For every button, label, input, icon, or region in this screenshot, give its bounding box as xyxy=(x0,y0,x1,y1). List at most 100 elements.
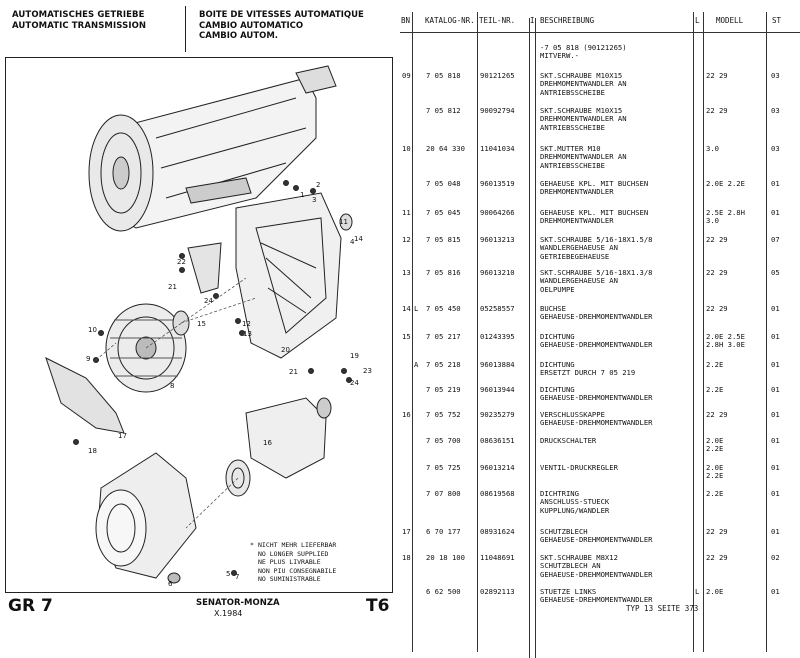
callout-20: 20 xyxy=(281,346,290,354)
cell-description: DRUCKSCHALTER xyxy=(540,436,597,445)
cell-description: SKT.MUTTER M10 xyxy=(540,144,601,153)
cell-modell: 3.0 xyxy=(706,144,719,153)
cell-description: SCHUTZBLECH AN xyxy=(540,561,601,571)
cell-st: 03 xyxy=(771,144,780,153)
column-divider xyxy=(535,18,536,658)
cell-bn: 15 xyxy=(402,332,411,341)
cell-description: DREHMOMENTWANDLER xyxy=(540,216,614,226)
cell-st: 03 xyxy=(771,106,780,115)
cell-description: ANSCHLUSS-STUECK xyxy=(540,497,610,507)
callout-17: 17 xyxy=(118,432,127,440)
callout-15: 15 xyxy=(197,320,206,328)
cell-teil-nr: 90064266 xyxy=(480,208,515,217)
cell-description: KUPPLUNG/WANDLER xyxy=(540,505,610,515)
cell-katalog-nr: 7 05 816 xyxy=(426,268,461,277)
cell-teil-nr: 08931624 xyxy=(480,527,515,536)
legend-line: NICHT MEHR LIEFERBAR xyxy=(258,541,337,549)
cell-teil-nr: 05258557 xyxy=(480,304,515,313)
cell-katalog-nr: 7 05 752 xyxy=(426,410,461,419)
cell-bn: 16 xyxy=(402,410,411,419)
callout-9: 9 xyxy=(86,355,91,363)
cell-katalog-nr: 6 70 177 xyxy=(426,527,461,536)
cell-description: ANTRIEBSSCHEIBE xyxy=(540,160,605,170)
cell-description: GEHAEUSE-DREHMOMENTWANDLER xyxy=(540,535,653,545)
transmission-exploded-diagram xyxy=(45,65,353,584)
cell-st: 01 xyxy=(771,463,780,472)
callout-21-a: 21 xyxy=(168,283,177,291)
header-divider xyxy=(185,6,186,52)
column-divider xyxy=(477,12,478,652)
cell-teil-nr: 01243395 xyxy=(480,332,515,341)
left-page: AUTOMATISCHES GETRIEBE AUTOMATIC TRANSMI… xyxy=(0,0,400,652)
cell-modell: 22 29 xyxy=(706,304,728,313)
cell-bn: 10 xyxy=(402,144,411,153)
header-spanish: CAMBIO AUTOM. xyxy=(199,31,279,41)
cell-st: 01 xyxy=(771,587,780,596)
cell-modell: 3.0 xyxy=(706,216,719,226)
cell-description: -7 05 818 (90121265) xyxy=(540,43,627,52)
cell-teil-nr: 96013884 xyxy=(480,360,515,369)
col-header-beschreibung: BESCHREIBUNG xyxy=(540,16,595,25)
cell-description: DICHTUNG xyxy=(540,360,575,369)
cell-description: WANDLERGEHAEUSE AN xyxy=(540,276,618,286)
header-french: BOITE DE VITESSES AUTOMATIQUE xyxy=(199,10,364,20)
column-divider xyxy=(412,12,413,652)
cell-modell: 2.5E 2.8H xyxy=(706,208,745,217)
column-divider xyxy=(766,12,767,652)
page-footer: TYP 13 SEITE 373 xyxy=(626,604,699,613)
cell-katalog-nr: 7 05 048 xyxy=(426,179,461,188)
cell-modell: 2.2E xyxy=(706,489,724,498)
support-bracket xyxy=(187,242,222,294)
date-label: X.1984 xyxy=(214,609,243,618)
cell-st: 01 xyxy=(771,436,780,445)
callout-16: 16 xyxy=(263,439,272,447)
cell-description: DICHTUNG xyxy=(540,332,575,341)
cell-katalog-nr: 7 05 450 xyxy=(426,304,461,313)
cell-description: SKT.SCHRAUBE M10X15 xyxy=(540,71,623,80)
cell-katalog-nr: 7 05 217 xyxy=(426,332,461,341)
cell-st: 01 xyxy=(771,179,780,188)
cell-description: DREHMOMENTWANDLER AN xyxy=(540,79,627,89)
callout-1: 1 xyxy=(300,191,305,199)
cell-katalog-nr: 7 05 218 xyxy=(426,360,461,369)
cell-description: VERSCHLUSSKAPPE xyxy=(540,410,605,419)
cell-teil-nr: 90121265 xyxy=(480,71,515,80)
cell-flag: A xyxy=(414,360,419,369)
callout-18: 18 xyxy=(88,447,97,455)
cell-modell: 2.8H 3.0E xyxy=(706,340,745,350)
cell-teil-nr: 96013213 xyxy=(480,235,515,244)
col-header-i: I xyxy=(530,16,535,25)
legend-line: NON PIU CONSEGNABILE xyxy=(258,566,337,575)
transmission-assembly xyxy=(88,65,337,232)
cell-teil-nr: 08636151 xyxy=(480,436,515,445)
cell-katalog-nr: 7 05 812 xyxy=(426,106,461,115)
model-label: SENATOR-MONZA xyxy=(196,598,280,608)
cell-teil-nr: 90235279 xyxy=(480,410,515,419)
cell-modell: 2.0E xyxy=(706,436,724,445)
cell-description: GEHAEUSE-DREHMOMENTWANDLER xyxy=(540,569,653,579)
cell-teil-nr: 96013210 xyxy=(480,268,515,277)
cell-katalog-nr: 7 05 725 xyxy=(426,463,461,472)
cell-modell: 2.2E xyxy=(706,471,724,481)
cell-description: GEHAEUSE-DREHMOMENTWANDLER xyxy=(540,418,653,428)
cell-st: 01 xyxy=(771,360,780,369)
lower-transmission xyxy=(95,452,197,584)
cell-description: ANTRIEBSSCHEIBE xyxy=(540,122,605,132)
cell-katalog-nr: 7 05 815 xyxy=(426,235,461,244)
header-rule xyxy=(400,32,800,33)
cell-description: SKT.SCHRAUBE M10X15 xyxy=(540,106,623,115)
cell-st: 01 xyxy=(771,410,780,419)
cell-description: DICHTRING xyxy=(540,489,579,498)
cell-teil-nr: 08619568 xyxy=(480,489,515,498)
cell-description: DREHMOMENTWANDLER xyxy=(540,187,614,197)
cell-description: BUCHSE xyxy=(540,304,566,313)
callout-2: 2 xyxy=(316,181,321,189)
availability-legend: * NICHT MEHR LIEFERBAR NO LONGER SUPPLIE… xyxy=(250,541,337,584)
callout-21-b: 21 xyxy=(289,368,298,376)
cell-description: ANTRIEBSSCHEIBE xyxy=(540,87,605,97)
cell-st: 01 xyxy=(771,332,780,341)
cell-description: ERSETZT DURCH 7 05 219 xyxy=(540,368,636,378)
callout-10: 10 xyxy=(88,326,97,334)
cell-bn: 14 xyxy=(402,304,411,313)
cell-modell: 2.0E xyxy=(706,463,724,472)
